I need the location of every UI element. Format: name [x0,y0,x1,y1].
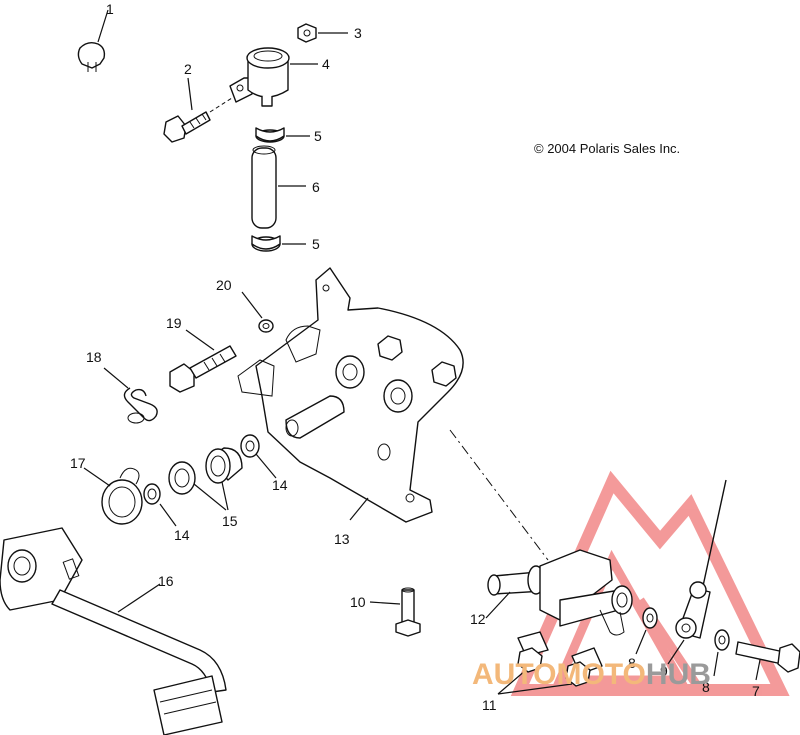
part-5-clamp-lower [251,235,281,252]
copyright-notice: © 2004 Polaris Sales Inc. [534,141,680,156]
watermark-auto: AUTO [472,658,556,691]
part-11-bolts [517,631,603,687]
callout-16: 16 [158,573,174,589]
part-19-bolt [169,345,237,393]
callout-14-left: 14 [174,527,190,543]
part-4-reservoir [229,47,290,107]
callout-5-upper: 5 [314,128,322,144]
callout-12: 12 [470,611,486,627]
part-17-spring [101,467,143,525]
part-8-washer-left [642,607,658,629]
callout-8-left: 8 [628,655,636,671]
callout-3: 3 [354,25,362,41]
part-7-bolt [735,641,800,673]
part-20-washer [258,319,274,333]
callout-14-right: 14 [272,477,288,493]
callout-8-right: 8 [702,679,710,695]
callout-1: 1 [106,1,114,17]
part-15-bushings [168,447,243,495]
callout-19: 19 [166,315,182,331]
part-10-bolt [395,587,421,637]
callout-15: 15 [222,513,238,529]
part-8-washer-right [714,629,730,651]
callout-2: 2 [184,61,192,77]
callout-9: 9 [660,663,668,679]
part-18-hairpin [123,387,158,424]
callout-18: 18 [86,349,102,365]
watermark-moto: MOTO [556,658,645,691]
watermark-wordmark: AUTOMOTOHUB [472,658,711,691]
part-14-washer-left [143,483,161,505]
part-12-pivot-shaft [487,549,633,636]
part-14-washer-right [240,434,260,458]
part-2-bolt [163,111,211,143]
callout-5-lower: 5 [312,236,320,252]
part-1-clip [77,41,106,72]
callout-6: 6 [312,179,320,195]
watermark-hub: HUB [646,658,711,691]
callout-13: 13 [334,531,350,547]
part-13-bracket [237,267,464,523]
part-16-brake-pedal [0,527,227,735]
callout-4: 4 [322,56,330,72]
callout-10: 10 [350,594,366,610]
callout-17: 17 [70,455,86,471]
callout-11: 11 [482,697,497,713]
callout-7: 7 [752,683,760,699]
part-5-clamp-upper [255,127,285,143]
part-9-clevis-linkage [675,479,727,639]
callout-20: 20 [216,277,232,293]
part-6-hose [251,145,277,229]
part-3-nut [297,23,317,43]
